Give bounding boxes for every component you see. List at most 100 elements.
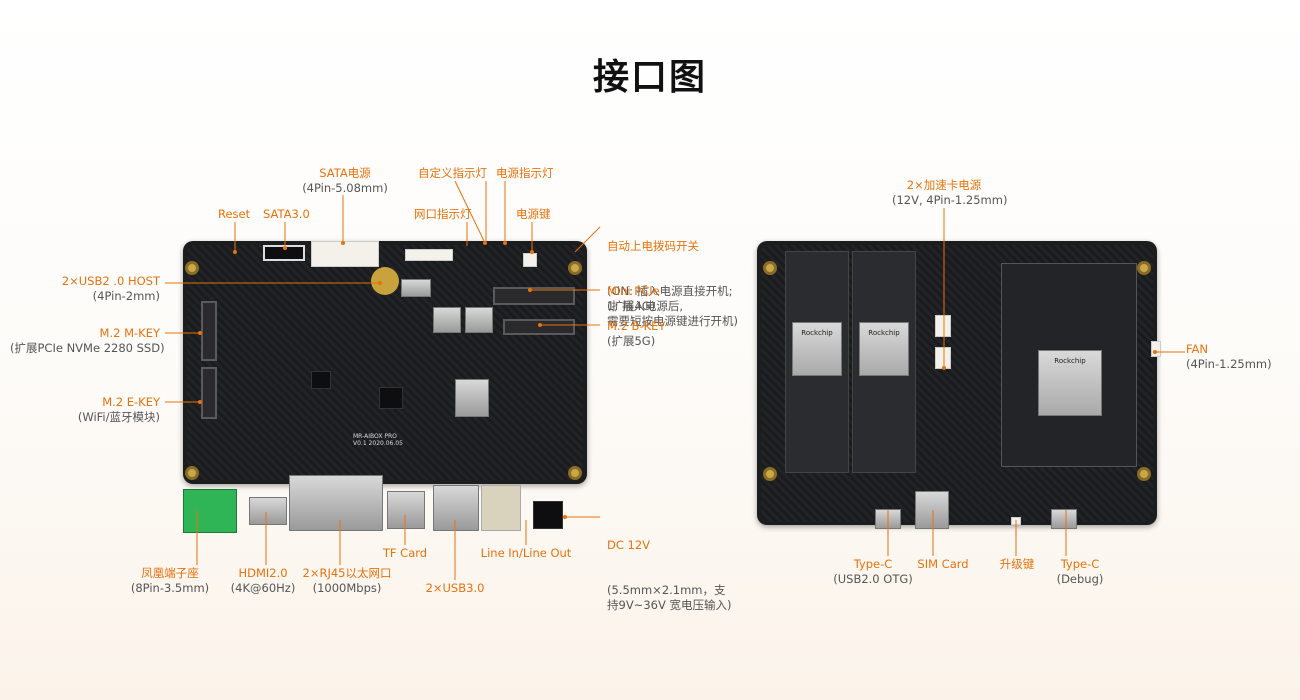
label-name: M.2 M-KEY — [99, 326, 160, 340]
inductor — [455, 379, 489, 417]
label-sub: (4K@60Hz) — [230, 581, 296, 595]
label-sub: (4Pin-5.08mm) — [302, 181, 388, 195]
label-sub: (扩展4G) — [607, 299, 656, 313]
label-name: 电源键 — [516, 207, 551, 221]
ic-chip — [311, 371, 331, 389]
ic-chip — [379, 387, 403, 409]
label-power-led: 电源指示灯 — [496, 166, 554, 181]
accel-card: Rockchip — [785, 251, 849, 473]
audio-jack — [481, 485, 521, 531]
label-name: 2×USB2 .0 HOST — [61, 274, 160, 288]
typec-debug-port — [1051, 509, 1077, 529]
page-title: 接口图 — [592, 57, 707, 98]
label-auto-power-switch: 自动上电拨码开关 (ON: 插入电源直接开机; 1: 插入电源后, 需要短按电源… — [607, 209, 738, 344]
mounting-hole — [568, 466, 582, 480]
tf-card-slot — [387, 491, 425, 529]
label-name: 凤凰端子座 — [141, 566, 199, 580]
accel-board: Rockchip Rockchip Rockchip — [757, 241, 1161, 529]
sim-card-slot — [915, 491, 949, 529]
label-mini-pcie: Mini PCIe (扩展4G) — [607, 284, 660, 314]
usb3-port — [433, 485, 479, 531]
inductor — [401, 279, 431, 297]
label-name: SATA3.0 — [263, 207, 310, 221]
silkscreen-model: MR-AIBOX PRO — [353, 433, 397, 440]
label-name: Line In/Line Out — [480, 546, 572, 560]
soc-chip: Rockchip — [1038, 350, 1102, 416]
label-fan: FAN (4Pin-1.25mm) — [1186, 342, 1272, 372]
label-sub: (4Pin-2mm) — [92, 289, 160, 303]
label-typec-debug: Type-C (Debug) — [1046, 557, 1114, 587]
mounting-hole — [763, 467, 777, 481]
sata-power-connector — [311, 241, 379, 267]
label-name: 网口指示灯 — [414, 207, 472, 221]
label-accel-power: 2×加速卡电源 (12V, 4Pin-1.25mm) — [892, 178, 1007, 208]
hdmi-port — [249, 497, 287, 525]
label-sub: (USB2.0 OTG) — [833, 572, 913, 586]
label-name: 自定义指示灯 — [418, 166, 487, 180]
accel-power-connector — [935, 315, 951, 337]
label-power-key: 电源键 — [516, 207, 551, 222]
silkscreen-version: V0.1 2020.06.05 — [353, 440, 403, 447]
label-name: 升级键 — [999, 557, 1035, 571]
mounting-hole — [568, 261, 582, 275]
label-dc12v: DC 12V (5.5mm×2.1mm，支 持9V~36V 宽电压输入) — [607, 508, 731, 628]
label-sub: (ON: 插入电源直接开机; 1: 插入电源后, 需要短按电源键进行开机) — [607, 284, 738, 328]
label-sata-power: SATA电源 (4Pin-5.08mm) — [298, 166, 392, 196]
label-sub: (8Pin-3.5mm) — [130, 581, 210, 595]
accel-card: Rockchip — [852, 251, 916, 473]
label-sub: (Debug) — [1056, 572, 1104, 586]
label-sata3: SATA3.0 — [263, 207, 310, 222]
silkscreen-text: MR-AIBOX PRO V0.1 2020.06.05 — [353, 433, 403, 447]
header-connector — [405, 249, 453, 261]
label-net-led: 网口指示灯 — [414, 207, 472, 222]
label-name: SATA电源 — [319, 166, 371, 180]
inductor — [433, 307, 461, 333]
power-key — [523, 253, 537, 267]
label-name: M.2 E-KEY — [102, 395, 160, 409]
label-name: Reset — [218, 207, 251, 221]
mounting-hole — [1137, 261, 1151, 275]
label-tf-card: TF Card — [375, 546, 435, 561]
label-name: DC 12V — [607, 538, 651, 552]
label-name: 2×RJ45以太网口 — [302, 566, 392, 580]
core-module: Rockchip — [1001, 263, 1137, 467]
mounting-hole — [185, 466, 199, 480]
m2-bkey-slot — [503, 319, 575, 335]
label-name: SIM Card — [917, 557, 969, 571]
mounting-hole — [1137, 467, 1151, 481]
label-name: M.2 B-KEY — [607, 319, 666, 333]
label-name: Type-C — [853, 557, 893, 571]
label-usb3: 2×USB3.0 — [418, 581, 492, 596]
mini-pcie-slot — [493, 287, 575, 305]
label-upgrade-key: 升级键 — [990, 557, 1044, 572]
label-name: TF Card — [382, 546, 428, 560]
label-name: Mini PCIe — [607, 284, 660, 298]
label-name: FAN — [1186, 342, 1209, 356]
label-sub: (1000Mbps) — [312, 581, 382, 595]
label-name: 电源指示灯 — [496, 166, 554, 180]
label-sub: (5.5mm×2.1mm，支 持9V~36V 宽电压输入) — [607, 583, 732, 612]
label-phoenix-terminal: 凤凰端子座 (8Pin-3.5mm) — [125, 566, 215, 596]
label-typec-otg: Type-C (USB2.0 OTG) — [818, 557, 928, 587]
label-rj45: 2×RJ45以太网口 (1000Mbps) — [300, 566, 394, 596]
accel-chip: Rockchip — [792, 322, 842, 376]
label-usb2-host: 2×USB2 .0 HOST (4Pin-2mm) — [40, 274, 160, 304]
label-m2-ekey: M.2 E-KEY (WiFi/蓝牙模块) — [40, 395, 160, 425]
label-m2-bkey: M.2 B-KEY (扩展5G) — [607, 319, 665, 349]
dc-jack — [533, 501, 563, 529]
label-reset: Reset — [218, 207, 250, 222]
capacitor — [371, 267, 399, 295]
m2-mkey-slot — [201, 301, 217, 361]
inductor — [465, 307, 493, 333]
label-name: Type-C — [1060, 557, 1100, 571]
main-board: MR-AIBOX PRO V0.1 2020.06.05 — [183, 241, 587, 533]
label-custom-led: 自定义指示灯 — [418, 166, 487, 181]
label-sim-card: SIM Card — [906, 557, 980, 572]
accel-chip: Rockchip — [859, 322, 909, 376]
label-name: 2×加速卡电源 — [906, 178, 982, 192]
fan-connector — [1151, 341, 1161, 357]
rj45-port — [289, 475, 383, 531]
label-sub: (扩展5G) — [607, 334, 656, 348]
phoenix-terminal — [183, 489, 237, 533]
